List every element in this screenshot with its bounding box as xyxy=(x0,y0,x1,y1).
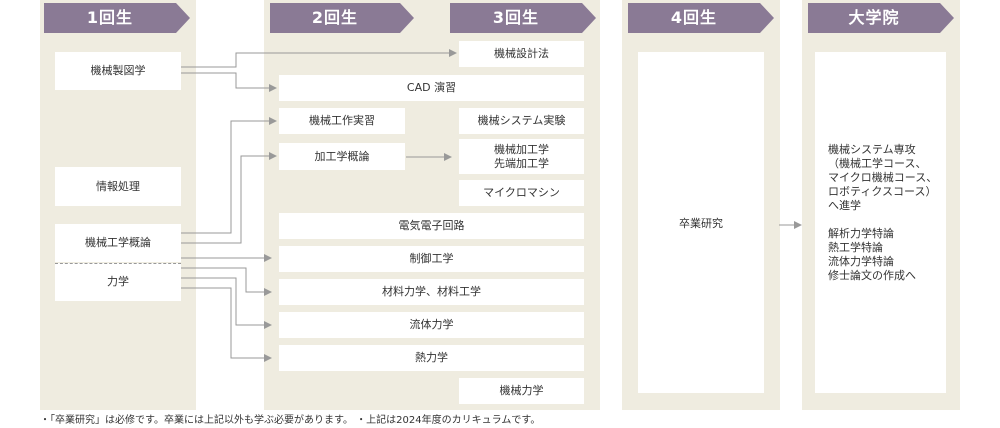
graduate-line: マイクロ機械コース、 xyxy=(828,171,938,184)
header-graduate-label: 大学院 xyxy=(848,8,900,27)
graduate-line xyxy=(828,213,953,227)
header-year2-label: 2回生 xyxy=(311,8,359,27)
course-ryutai-rikigaku: 流体力学 xyxy=(279,312,584,338)
course-kako-gaku-gairon: 加工学概論 xyxy=(279,143,405,170)
course-kikai-rikigaku: 機械力学 xyxy=(459,378,584,404)
arrow-gairon-to-kako xyxy=(181,152,277,244)
course-kikai-kosaku-jisshu: 機械工作実習 xyxy=(279,108,405,134)
arrow-gairon-to-kosaku xyxy=(181,117,277,234)
graduate-line: 機械システム専攻 xyxy=(828,143,916,156)
course-sotsugyo-kenkyu-label: 卒業研究 xyxy=(679,217,723,230)
arrow-to-ryutai xyxy=(181,277,272,329)
graduate-line: （機械工学コース、 xyxy=(828,157,927,170)
course-rikigaku: 力学 xyxy=(55,263,181,301)
header-year3-label: 3回生 xyxy=(492,8,540,27)
graduate-line: 流体力学特論 xyxy=(828,255,894,268)
graduate-box xyxy=(815,52,946,393)
graduate-line: 熱工学特論 xyxy=(828,241,883,254)
course-denki-denshi-kairo: 電気電子回路 xyxy=(279,213,584,239)
footnote: ・「卒業研究」は必修です。卒業には上記以外も学ぶ必要があります。 ・上記は202… xyxy=(40,415,541,426)
graduate-text: 機械システム専攻 （機械工学コース、 マイクロ機械コース、 ロボティクスコース）… xyxy=(828,143,953,283)
header-year3: 3回生 xyxy=(450,3,596,33)
graduate-line: 解析力学特論 xyxy=(828,227,894,240)
header-year1-label: 1回生 xyxy=(86,8,134,27)
header-year2: 2回生 xyxy=(270,3,414,33)
divider-dashed xyxy=(55,263,181,264)
graduate-line: へ進学 xyxy=(828,199,861,212)
header-graduate: 大学院 xyxy=(808,3,954,33)
course-kikai-seizu: 機械製図学 xyxy=(55,52,181,90)
arrow-to-netsu xyxy=(181,287,272,362)
header-year4-label: 4回生 xyxy=(670,8,718,27)
course-micro-machine: マイクロマシン xyxy=(459,180,584,206)
course-cad-enshu: CAD 演習 xyxy=(279,75,584,101)
graduate-line: 修士論文の作成へ xyxy=(828,269,916,282)
course-kikai-system-jikken: 機械システム実験 xyxy=(459,108,584,134)
course-netsu-rikigaku: 熱力学 xyxy=(279,345,584,371)
course-zairyo: 材料力学、材料工学 xyxy=(279,279,584,305)
course-kikai-sekkei-ho: 機械設計法 xyxy=(459,41,584,67)
arrow-to-zairyo xyxy=(181,267,272,296)
course-kikai-kako-line1: 機械加工学 xyxy=(494,142,549,156)
arrow-seizu-to-cad xyxy=(181,72,277,92)
course-kikai-kako-line2: 先端加工学 xyxy=(494,156,549,170)
course-kikai-kogaku-gairon: 機械工学概論 xyxy=(55,224,181,262)
header-year4: 4回生 xyxy=(628,3,774,33)
course-kikai-kako: 機械加工学 先端加工学 xyxy=(459,139,584,174)
header-year1: 1回生 xyxy=(44,3,190,33)
arrow-seizu-to-sekkei xyxy=(181,49,457,68)
course-sotsugyo-kenkyu: 卒業研究 xyxy=(638,52,764,393)
course-joho-shori: 情報処理 xyxy=(55,167,181,206)
graduate-line: ロボティクスコース） xyxy=(828,185,937,198)
course-seigyo-kogaku: 制御工学 xyxy=(279,246,584,272)
